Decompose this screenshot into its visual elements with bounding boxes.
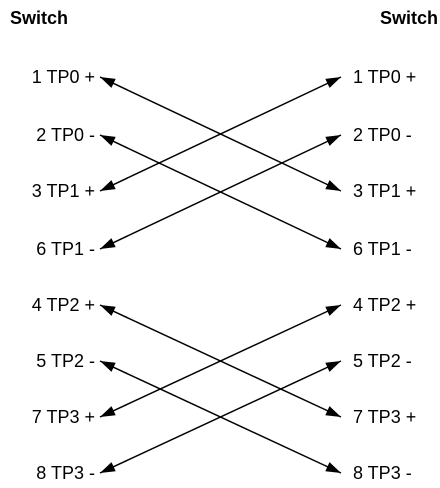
right-pin-label: 7 TP3 + bbox=[353, 407, 417, 427]
arrowhead-icon bbox=[325, 238, 341, 249]
left-pin-label: 5 TP2 - bbox=[36, 351, 95, 371]
right-pin-label: 6 TP1 - bbox=[353, 239, 412, 259]
arrowhead-icon bbox=[100, 238, 116, 249]
arrowhead-icon bbox=[100, 135, 116, 146]
right-pin-label: 1 TP0 + bbox=[353, 67, 417, 87]
wire-connection bbox=[99, 76, 342, 192]
left-pin-label: 1 TP0 + bbox=[31, 67, 95, 87]
right-pin-label: 4 TP2 + bbox=[353, 295, 417, 315]
left-switch-heading: Switch bbox=[10, 8, 69, 28]
right-pin-label: 2 TP0 - bbox=[353, 125, 412, 145]
left-pin-label: 8 TP3 - bbox=[36, 463, 95, 483]
arrowhead-icon bbox=[325, 135, 341, 146]
wire-connection bbox=[99, 304, 342, 418]
left-pin-label: 2 TP0 - bbox=[36, 125, 95, 145]
right-pin-label: 8 TP3 - bbox=[353, 463, 412, 483]
right-switch-heading: Switch bbox=[379, 8, 438, 28]
left-pin-label: 6 TP1 - bbox=[36, 239, 95, 259]
right-pin-label: 5 TP2 - bbox=[353, 351, 412, 371]
arrowhead-icon bbox=[325, 180, 341, 191]
left-pin-label: 3 TP1 + bbox=[31, 181, 95, 201]
arrowhead-icon bbox=[100, 361, 116, 372]
arrowhead-icon bbox=[100, 462, 116, 473]
arrowhead-icon bbox=[100, 305, 116, 316]
arrowhead-icon bbox=[325, 462, 341, 473]
right-pin-label: 3 TP1 + bbox=[353, 181, 417, 201]
left-pin-label: 4 TP2 + bbox=[31, 295, 95, 315]
wire-connection bbox=[99, 360, 342, 474]
arrowhead-icon bbox=[325, 406, 341, 417]
arrowhead-icon bbox=[325, 77, 341, 88]
arrowhead-icon bbox=[325, 361, 341, 372]
arrowhead-icon bbox=[325, 305, 341, 316]
arrowhead-icon bbox=[100, 180, 116, 191]
arrowhead-icon bbox=[100, 77, 116, 88]
arrowhead-icon bbox=[100, 406, 116, 417]
left-pin-label: 7 TP3 + bbox=[31, 407, 95, 427]
wire-connection bbox=[99, 134, 342, 250]
